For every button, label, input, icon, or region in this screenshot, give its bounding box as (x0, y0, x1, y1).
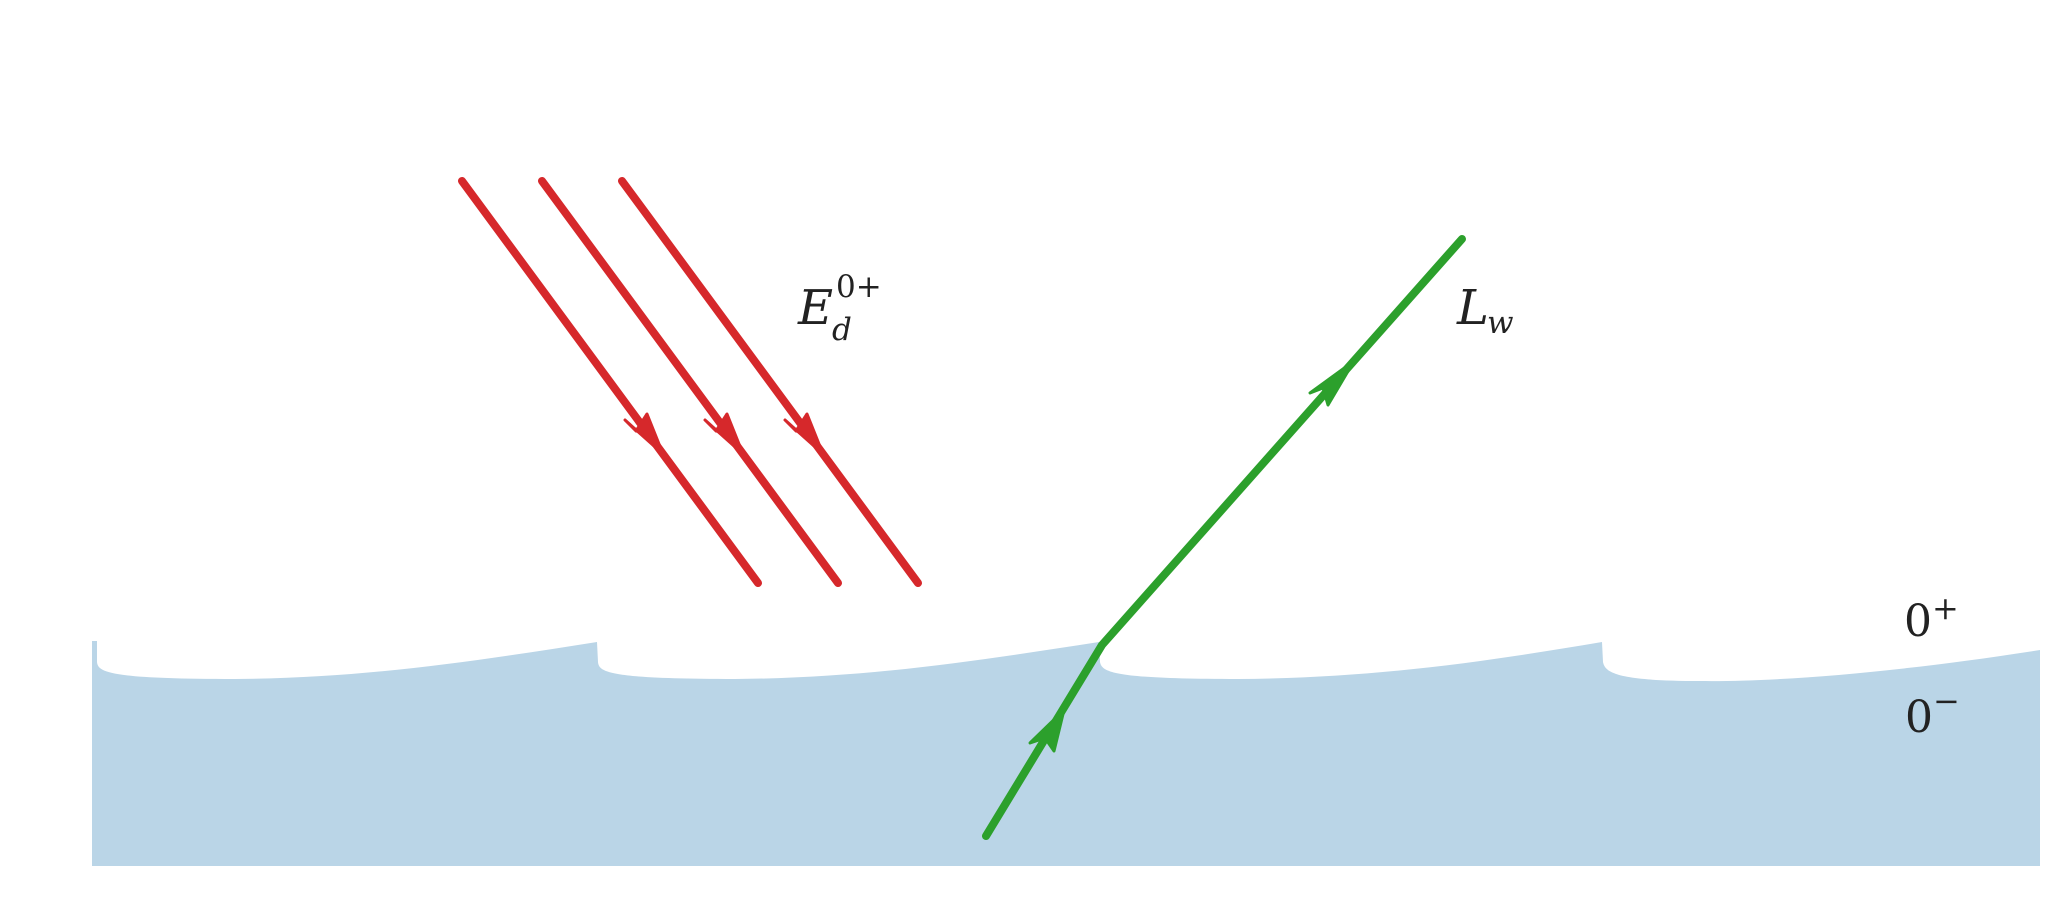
below-surface-label-main: 0 (1905, 692, 1933, 743)
above-surface-label: 0 + (1904, 589, 1959, 647)
irradiance-label: E d 0+ (797, 269, 882, 348)
irradiance-ray-1 (458, 177, 762, 587)
radiance-label: L w (1456, 280, 1514, 341)
above-surface-label-sup: + (1932, 589, 1959, 627)
radiance-ray-above-arrowhead (1308, 359, 1356, 407)
irradiance-ray-3 (618, 177, 922, 587)
below-surface-label-sup: − (1933, 682, 1960, 720)
irradiance-label-superscript: 0+ (836, 269, 882, 305)
irradiance-label-subscript: d (832, 312, 852, 348)
radiance-label-subscript: w (1487, 305, 1514, 341)
irradiance-ray-3-arrowhead (783, 412, 825, 456)
radiance-label-main: L (1456, 280, 1489, 336)
downwelling-irradiance-rays (458, 177, 922, 587)
irradiance-ray-2 (538, 177, 842, 587)
water-body (92, 641, 2040, 866)
water-leaving-radiance-ray (982, 235, 1466, 840)
irradiance-label-main: E (797, 280, 833, 336)
radiance-ray-underwater-arrowhead (1028, 708, 1066, 753)
above-surface-label-main: 0 (1904, 596, 1932, 647)
irradiance-ray-2-arrowhead (703, 412, 745, 456)
irradiance-ray-1-arrowhead (623, 412, 665, 456)
below-surface-label: 0 − (1905, 682, 1960, 743)
